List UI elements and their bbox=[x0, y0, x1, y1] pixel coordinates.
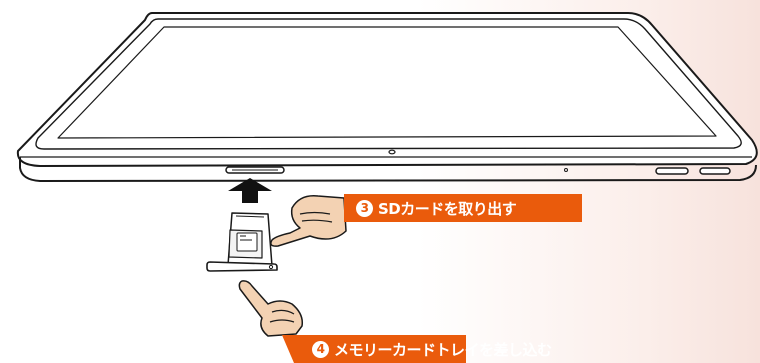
pointing-hand-icon bbox=[238, 280, 304, 337]
step-label: メモリーカードトレイを差し込む bbox=[334, 340, 552, 359]
pointing-hand-icon bbox=[270, 195, 347, 247]
volume-button bbox=[655, 167, 689, 175]
tablet-bezel bbox=[35, 18, 742, 150]
tablet-body bbox=[16, 12, 758, 167]
front-camera-icon bbox=[388, 149, 396, 155]
microphone-hole-icon bbox=[564, 168, 568, 172]
tray-lip bbox=[206, 261, 278, 272]
insert-arrow-icon bbox=[228, 178, 272, 203]
step-number-badge: 3 bbox=[356, 199, 373, 217]
power-button bbox=[699, 167, 731, 175]
sd-card bbox=[236, 232, 258, 252]
card-tray-illustration bbox=[206, 212, 278, 272]
step-3-callout: 3 SDカードを取り出す bbox=[344, 194, 582, 222]
tablet-illustration bbox=[16, 12, 758, 182]
tablet-side-edge bbox=[19, 157, 757, 182]
step-label: SDカードを取り出す bbox=[378, 199, 517, 218]
step-4-callout: 4 メモリーカードトレイを差し込む bbox=[282, 335, 552, 363]
tablet-screen bbox=[57, 26, 717, 139]
step-number-badge: 4 bbox=[312, 340, 329, 358]
